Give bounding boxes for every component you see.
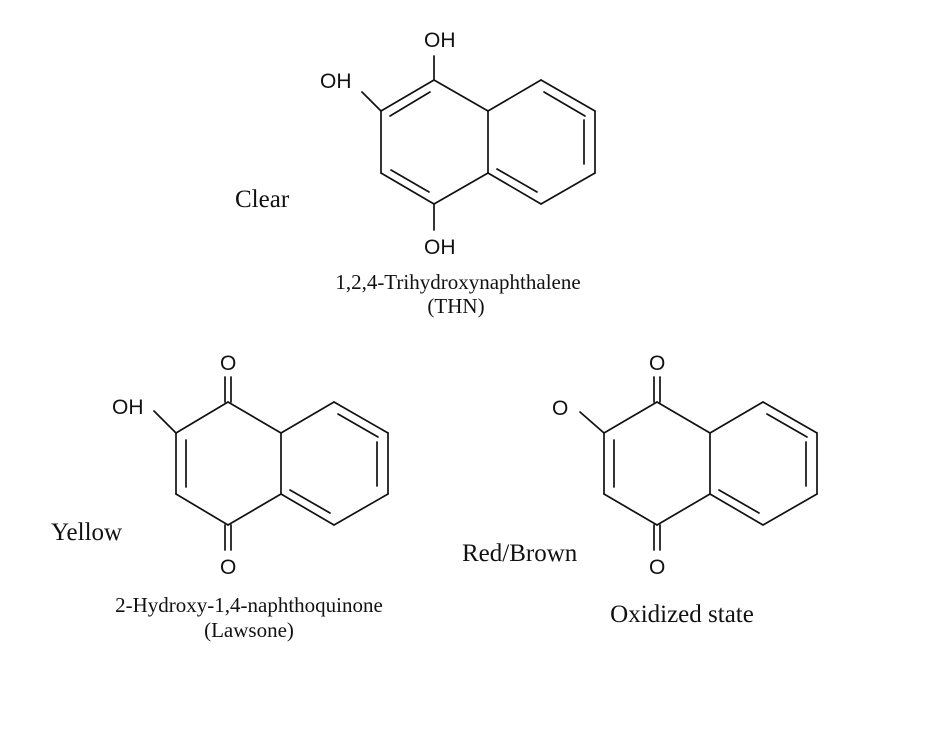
- oxidized-state-label: Red/Brown: [462, 540, 578, 567]
- lawsone-bond: [280, 401, 335, 434]
- oxidized-name: Oxidized state: [610, 601, 754, 628]
- thn-bond: [540, 172, 596, 205]
- thn-double-bond: [390, 169, 430, 193]
- lawsone-bond: [280, 493, 335, 526]
- oxidized-bond: [603, 493, 658, 526]
- oxidized-bond: [603, 401, 658, 434]
- lawsone-double-bond: [337, 413, 379, 438]
- oxidized-atom-o-side: O: [552, 397, 568, 420]
- thn-atom-oh-bottom: OH: [424, 236, 456, 259]
- lawsone-bond: [175, 401, 229, 434]
- oxidized-atom-o-bottom: O: [649, 556, 665, 579]
- thn-bond: [380, 79, 435, 112]
- oxidized-bond: [656, 493, 711, 526]
- thn-bond: [380, 172, 435, 205]
- lawsone-double-bond: [289, 489, 331, 514]
- oxidized-bond: [762, 493, 818, 526]
- thn-double-bond: [389, 91, 431, 117]
- thn-abbrev: (THN): [427, 294, 484, 318]
- lawsone-atom-oh-side: OH: [112, 396, 144, 419]
- thn-structure: OH OH OH: [320, 29, 596, 259]
- lawsone-atom-o-bottom: O: [220, 556, 236, 579]
- oxidized-bond: [656, 401, 711, 434]
- thn-name: 1,2,4-Trihydroxynaphthalene: [335, 270, 580, 294]
- thn-atom-oh-top: OH: [424, 29, 456, 52]
- oxidized-atom-o-top: O: [649, 352, 665, 375]
- lawsone-abbrev: (Lawsone): [204, 618, 294, 642]
- oxidized-bond: [709, 401, 764, 434]
- thn-bond: [487, 172, 542, 205]
- lawsone-name: 2-Hydroxy-1,4-naphthoquinone: [115, 593, 383, 617]
- thn-bond: [433, 172, 489, 205]
- oxidized-o-bond: [579, 411, 605, 434]
- oxidized-double-bond: [766, 413, 808, 438]
- thn-double-bond: [543, 91, 586, 117]
- thn-bond: [487, 79, 542, 112]
- thn-bond: [433, 79, 489, 112]
- thn-atom-oh-side: OH: [320, 70, 352, 93]
- lawsone-bond: [333, 493, 389, 526]
- lawsone-bond: [227, 493, 282, 526]
- thn-double-bond: [496, 168, 538, 193]
- thn-oh-bond: [361, 91, 382, 112]
- lawsone-atom-o-top: O: [220, 352, 236, 375]
- lawsone-bond: [333, 401, 389, 434]
- oxidized-bond: [762, 401, 818, 434]
- lawsone-bond: [175, 493, 229, 526]
- oxidized-double-bond: [718, 489, 760, 514]
- oxidized-bond: [709, 493, 764, 526]
- lawsone-bond: [227, 401, 282, 434]
- lawsone-oh-bond: [153, 410, 177, 434]
- thn-bond: [540, 79, 596, 112]
- oxidized-structure: O O O: [552, 352, 818, 579]
- lawsone-structure: O OH O: [112, 352, 389, 579]
- thn-state-label: Clear: [235, 186, 290, 213]
- lawsone-state-label: Yellow: [51, 519, 122, 546]
